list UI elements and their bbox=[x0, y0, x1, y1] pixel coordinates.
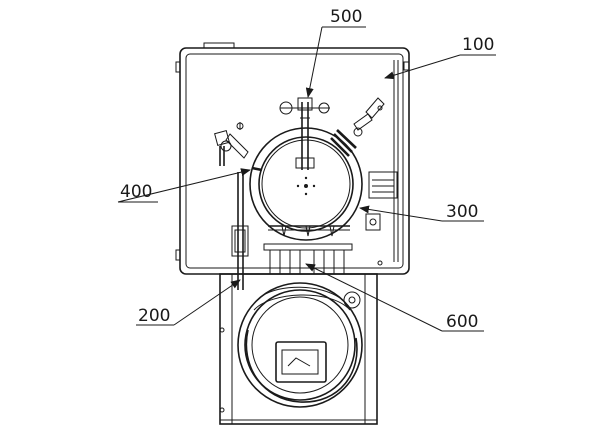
label-200: 200 bbox=[138, 306, 170, 326]
upper-housing bbox=[175, 42, 410, 275]
lower-frame bbox=[219, 243, 378, 425]
right-instrument-arm bbox=[353, 97, 385, 137]
label-100: 100 bbox=[462, 35, 494, 55]
vertical-rod bbox=[231, 172, 249, 290]
label-300: 300 bbox=[446, 202, 478, 222]
label-400: 400 bbox=[120, 182, 152, 202]
vacuum-chamber bbox=[249, 127, 363, 241]
probe-assembly bbox=[279, 97, 330, 170]
coiled-tubing bbox=[237, 282, 363, 408]
leader-lines bbox=[117, 26, 496, 332]
left-instrument-arm bbox=[214, 122, 249, 166]
label-500: 500 bbox=[330, 7, 362, 27]
label-600: 600 bbox=[446, 312, 478, 332]
